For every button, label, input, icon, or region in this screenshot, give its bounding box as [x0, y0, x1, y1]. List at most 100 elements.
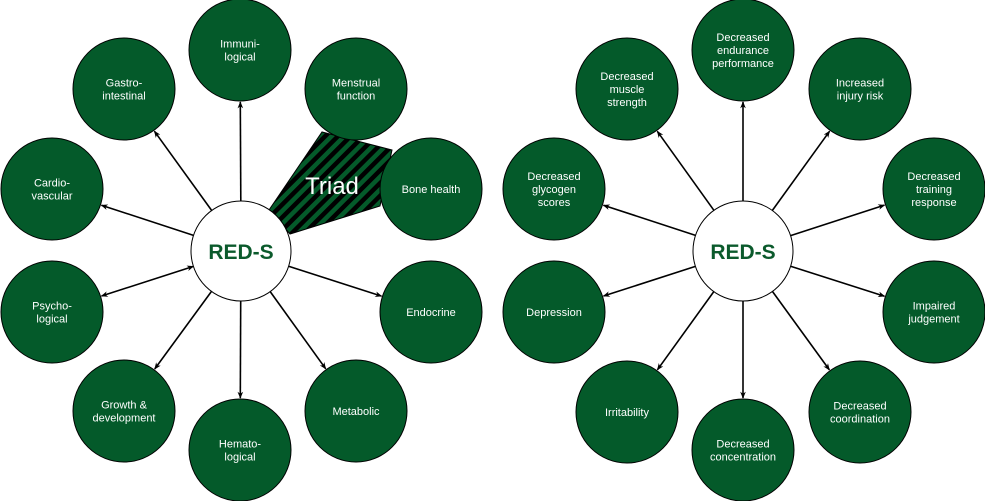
- arrow-to-decreased-training-response: [790, 204, 886, 237]
- node-circle: [72, 359, 176, 463]
- node-hematological: Hemato-logical: [188, 398, 292, 501]
- node-circle: [72, 37, 176, 141]
- node-label-line: Decreased: [907, 171, 960, 183]
- node-circle: [304, 359, 408, 463]
- node-label-line: glycogen: [532, 184, 576, 196]
- node-label-line: Growth &: [101, 400, 148, 412]
- node-circle: [188, 398, 292, 501]
- node-label-line: coordination: [830, 414, 890, 426]
- center-node: RED-S: [190, 200, 292, 302]
- node-label-line: Metabolic: [332, 406, 380, 418]
- node-psychological: Psycho-logical: [0, 260, 104, 364]
- node-label-line: Decreased: [716, 32, 769, 44]
- node-label: Hemato-logical: [219, 439, 262, 464]
- node-label-line: Decreased: [600, 71, 653, 83]
- node-circle: [882, 260, 985, 364]
- arrow-to-decreased-coordination: [771, 290, 831, 371]
- node-label: Growth &development: [93, 400, 156, 425]
- arrow-to-decreased-muscle-strength: [656, 130, 715, 211]
- arrow-to-impaired-judgement: [790, 265, 886, 297]
- node-circle: [188, 0, 292, 102]
- arrow-to-gastrointestinal: [153, 130, 213, 211]
- center-circle: [190, 200, 292, 302]
- node-circle: [379, 137, 483, 241]
- node-immunological: Immuni-logical: [188, 0, 292, 102]
- node-label-line: endurance: [717, 45, 769, 57]
- node-label: Gastro-intestinal: [102, 78, 145, 103]
- center-label: RED-S: [208, 241, 273, 264]
- center-circle: [692, 200, 794, 302]
- arrow-to-growth-development: [154, 290, 213, 370]
- node-label-line: performance: [712, 58, 774, 70]
- node-label-line: injury risk: [837, 91, 884, 103]
- center-label: RED-S: [710, 241, 775, 264]
- node-irritability: Irritability: [575, 360, 679, 464]
- node-label: Endocrine: [406, 307, 456, 319]
- node-gastrointestinal: Gastro-intestinal: [72, 37, 176, 141]
- node-label-line: Endocrine: [406, 307, 456, 319]
- arrows: [602, 101, 886, 399]
- node-circle: [575, 37, 679, 141]
- node-label-line: vascular: [32, 191, 73, 203]
- node-circle: [502, 260, 606, 364]
- node-label-line: Gastro-: [106, 78, 143, 90]
- node-label-line: Impaired: [913, 301, 956, 313]
- node-endocrine: Endocrine: [379, 260, 483, 364]
- node-label-line: judgement: [907, 314, 959, 326]
- node-label-line: Menstrual: [332, 78, 380, 90]
- node-label: Immuni-logical: [220, 39, 260, 64]
- node-circle: [691, 0, 795, 102]
- node-label-line: Irritability: [605, 407, 650, 419]
- node-label-line: concentration: [710, 452, 776, 464]
- node-metabolic: Metabolic: [304, 359, 408, 463]
- node-label-line: Psycho-: [32, 301, 72, 313]
- node-label-line: logical: [224, 452, 255, 464]
- node-circle: [0, 137, 104, 241]
- arrow-to-metabolic: [269, 291, 327, 370]
- node-label-line: logical: [36, 314, 67, 326]
- node-label-line: Decreased: [716, 439, 769, 451]
- node-label-line: Immuni-: [220, 39, 260, 51]
- node-label-line: intestinal: [102, 91, 145, 103]
- node-circle: [882, 137, 985, 241]
- node-circle: [502, 137, 606, 241]
- node-circle: [304, 37, 408, 141]
- arrow-to-decreased-glycogen-scores: [602, 204, 696, 237]
- node-label-line: function: [337, 91, 376, 103]
- node-circle: [575, 360, 679, 464]
- node-label-line: Bone health: [402, 184, 461, 196]
- arrow-to-increased-injury-risk: [771, 130, 831, 211]
- arrow-to-irritability: [656, 291, 715, 371]
- arrow-to-psychological: [100, 265, 195, 297]
- node-label: Psycho-logical: [32, 301, 72, 326]
- node-circle: [808, 360, 912, 464]
- arrow-to-endocrine: [288, 265, 383, 297]
- node-circle: [691, 398, 795, 501]
- node-label: Bone health: [402, 184, 461, 196]
- node-label-line: Cardio-: [34, 178, 70, 190]
- node-growth-development: Growth &development: [72, 359, 176, 463]
- arrow-to-cardiovascular: [100, 204, 194, 237]
- arrows: [100, 101, 383, 399]
- center-node: RED-S: [692, 200, 794, 302]
